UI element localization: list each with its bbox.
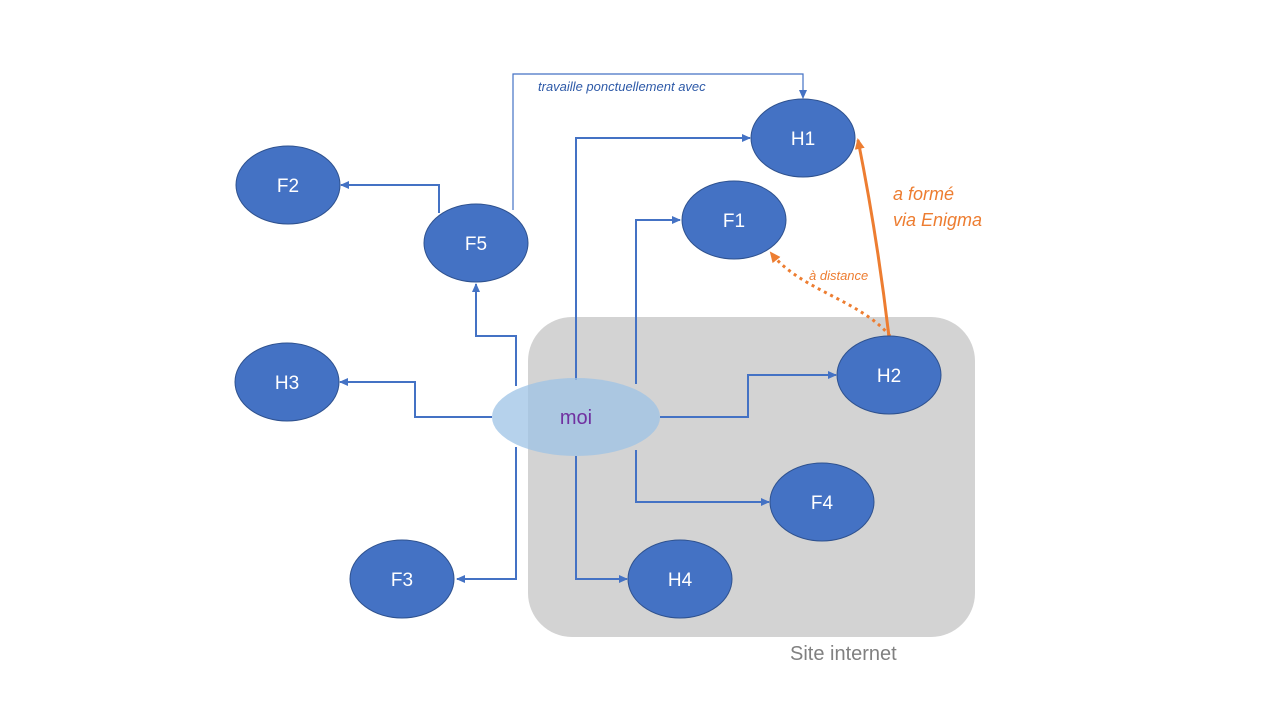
node-f3: F3 xyxy=(349,539,455,619)
node-f1: F1 xyxy=(681,180,787,260)
node-f2-label: F2 xyxy=(277,176,299,197)
node-h3: H3 xyxy=(234,342,340,422)
node-h2: H2 xyxy=(836,335,942,415)
node-f4: F4 xyxy=(769,462,875,542)
node-h4: H4 xyxy=(627,539,733,619)
node-f1-label: F1 xyxy=(723,211,745,232)
node-h1-label: H1 xyxy=(791,129,815,150)
edge-label-f5-h1: travaille ponctuellement avec xyxy=(538,79,706,94)
node-f5-label: F5 xyxy=(465,234,487,255)
edge-moi-f4 xyxy=(635,450,770,506)
edge-moi-f3 xyxy=(456,447,517,583)
node-f4-label: F4 xyxy=(811,493,834,514)
node-h3-label: H3 xyxy=(275,373,299,394)
node-moi: moi xyxy=(492,378,660,456)
edge-h2-f1 xyxy=(769,251,892,337)
edge-label-h2-h1-line2: via Enigma xyxy=(893,210,982,230)
edge-f5-f2 xyxy=(340,181,440,213)
edge-moi-f1 xyxy=(635,216,681,384)
node-moi-label: moi xyxy=(560,407,592,429)
edge-moi-h3 xyxy=(339,378,492,418)
edge-label-h2-f1: à distance xyxy=(809,268,868,283)
node-f3-label: F3 xyxy=(391,570,413,591)
edge-moi-h2 xyxy=(660,371,837,418)
node-h1: H1 xyxy=(750,98,856,178)
edge-moi-f5 xyxy=(472,283,517,386)
node-f5: F5 xyxy=(423,203,529,283)
site-internet-label: Site internet xyxy=(790,643,897,665)
edge-h2-h1 xyxy=(854,138,891,338)
node-f2: F2 xyxy=(235,145,341,225)
node-h4-label: H4 xyxy=(668,570,693,591)
edge-moi-h4 xyxy=(575,456,628,583)
edge-f5-h1 xyxy=(512,73,807,210)
edge-moi-h1 xyxy=(575,134,751,380)
node-h2-label: H2 xyxy=(877,366,901,387)
edge-label-h2-h1-line1: a formé xyxy=(893,184,954,204)
